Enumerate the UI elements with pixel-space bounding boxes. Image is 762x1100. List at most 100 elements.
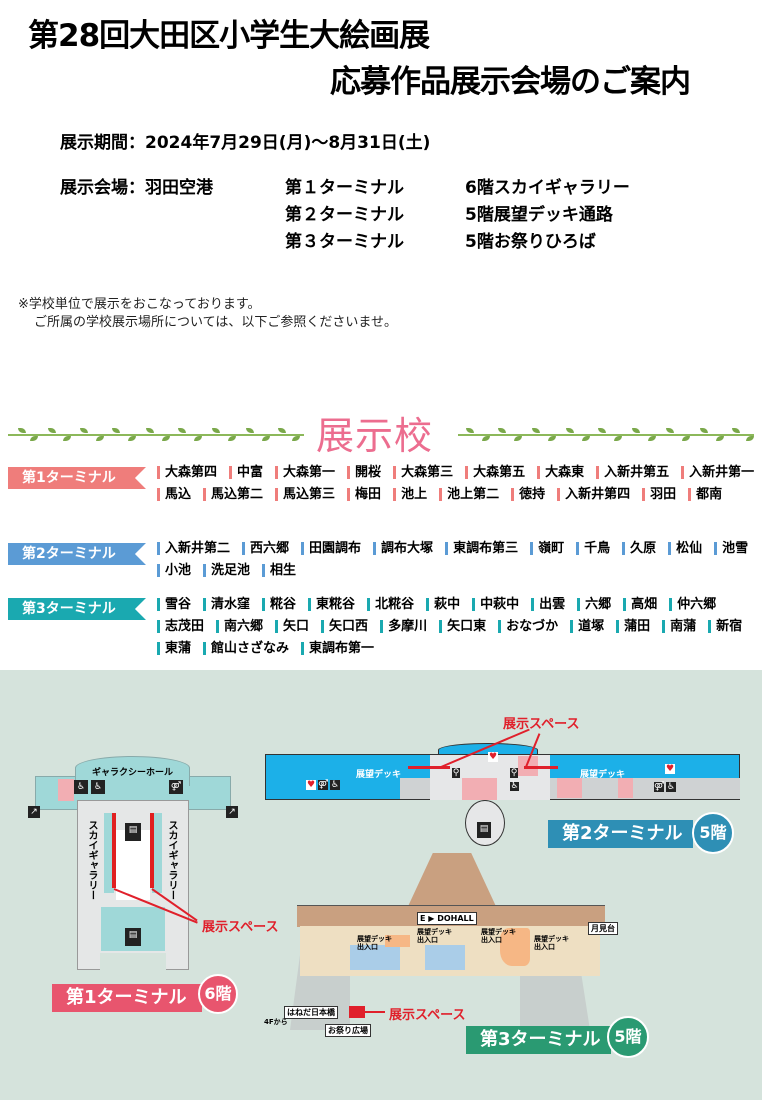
school-item: 千鳥 <box>576 538 610 559</box>
t2-map-pink-area <box>462 778 497 800</box>
page-title-line1: 第28回大田区小学生大絵画展 <box>28 18 430 54</box>
school-item: 糀谷 <box>262 594 296 615</box>
wheelchair-icon: ♿ <box>666 782 676 792</box>
school-item: 馬込第二 <box>203 484 263 505</box>
school-item: 多摩川 <box>380 616 427 637</box>
escalator-icon: ↗ <box>226 806 238 818</box>
wheelchair-icon: ♿ <box>510 781 519 791</box>
sky-gallery-label-left: スカイギャラリー <box>86 820 97 900</box>
school-item: 西六郷 <box>242 538 289 559</box>
school-item: 調布大塚 <box>373 538 433 559</box>
school-item: 東調布第三 <box>445 538 518 559</box>
school-item: 都南 <box>688 484 722 505</box>
school-item: 池雪 <box>714 538 748 559</box>
venue-terminal: 第１ターミナル <box>285 178 404 198</box>
t3-leader-line <box>365 1011 385 1013</box>
venue-place: 5階展望デッキ通路 <box>465 205 613 225</box>
aed-icon: ♥ <box>665 764 675 774</box>
exhibition-period: 展示期間：2024年7月29日(月)～8月31日(土) <box>60 133 431 153</box>
venue-place: 6階スカイギャラリー <box>465 178 630 198</box>
school-item: 館山さざなみ <box>203 638 289 659</box>
venue-terminal: 第３ターミナル <box>285 232 404 252</box>
restroom-icon: ⚤ <box>654 782 665 792</box>
school-item: 高畑 <box>623 594 657 615</box>
terminal2-badge: 第2ターミナル <box>548 820 693 848</box>
venue-row-2: 第２ターミナル 5階展望デッキ通路 <box>285 200 613 225</box>
t2-map-pink-area <box>618 778 633 798</box>
t2-deck-label-left: 展望デッキ <box>356 770 402 780</box>
t3-map-blue-area <box>350 945 400 970</box>
t3-map-blue-area <box>425 945 465 970</box>
school-item: 大森第五 <box>465 462 525 483</box>
t1-map-pink-area <box>58 779 74 801</box>
t2-map-pink-area <box>557 778 582 798</box>
school-item: 南六郷 <box>216 616 263 637</box>
section-heading: 展示校 <box>316 414 434 458</box>
t2-deck-label-right: 展望デッキ <box>580 770 626 780</box>
school-item: 東糀谷 <box>308 594 355 615</box>
aed-icon: ♥ <box>488 752 498 762</box>
terminal1-badge: 第1ターミナル <box>52 984 202 1012</box>
school-item: 田園調布 <box>301 538 361 559</box>
school-item: 開桜 <box>347 462 381 483</box>
school-item: 馬込第三 <box>275 484 335 505</box>
deck-entrance-label: 展望デッキ出入口 <box>357 935 392 951</box>
school-item: 矢口西 <box>321 616 368 637</box>
terminal2-floor-badge: 5階 <box>692 812 734 854</box>
school-item: 大森第三 <box>393 462 453 483</box>
t1-exhibit-wall-right <box>150 813 154 888</box>
school-item: 大森第一 <box>275 462 335 483</box>
t3-exhibit-space <box>349 1006 365 1018</box>
school-item: 入新井第二 <box>157 538 230 559</box>
school-item: 入新井第四 <box>557 484 630 505</box>
venue-row-1: 第１ターミナル 6階スカイギャラリー <box>285 173 630 198</box>
t3-map-orange-area <box>385 935 410 947</box>
deck-entrance-label: 展望デッキ出入口 <box>481 928 516 944</box>
t1-exhibit-wall-left <box>112 813 116 888</box>
school-item: 仲六郷 <box>669 594 716 615</box>
page-title-line2: 応募作品展示会場のご案内 <box>330 64 691 100</box>
school-item: 東蒲 <box>157 638 191 659</box>
school-item: 馬込 <box>157 484 191 505</box>
wheelchair-icon: ♿ <box>91 780 105 794</box>
t1-map-corridor <box>116 830 150 900</box>
terminal3-tag: 第3ターミナル <box>8 598 146 620</box>
t3-map-orange-area <box>500 928 530 966</box>
dohall-label: E ▶ DOHALL <box>417 912 477 925</box>
school-item: 六郷 <box>577 594 611 615</box>
school-item: 雪谷 <box>157 594 191 615</box>
sky-gallery-label-right: スカイギャラリー <box>166 820 177 900</box>
restroom-icon: ♿ <box>74 780 88 794</box>
t1-map-notch <box>100 953 166 971</box>
school-item: 嶺町 <box>530 538 564 559</box>
restroom-icon: ⚤ <box>169 780 183 794</box>
terminal1-school-list: 大森第四中富大森第一開桜大森第三大森第五大森東入新井第五入新井第一馬込馬込第二馬… <box>157 462 757 505</box>
school-item: 小池 <box>157 560 191 581</box>
school-item: 羽田 <box>642 484 676 505</box>
venue-label: 展示会場：羽田空港 <box>60 178 213 198</box>
terminal3-floor-badge: 5階 <box>607 1016 649 1058</box>
aed-icon: ♥ <box>306 780 316 790</box>
school-item: 大森東 <box>537 462 584 483</box>
school-item: 梅田 <box>347 484 381 505</box>
school-item: 中富 <box>229 462 263 483</box>
note-line1: ※学校単位で展示をおこなっております。 <box>18 297 261 312</box>
tsukimi-label: 月見台 <box>588 922 618 935</box>
omatsuri-hiroba-label: お祭り広場 <box>325 1024 371 1037</box>
school-item: 志茂田 <box>157 616 204 637</box>
hanedanihonbashi-label: はねだ日本橋 <box>284 1006 338 1019</box>
t1-map-teal-left <box>104 813 114 893</box>
terminal3-badge: 第3ターミナル <box>466 1026 611 1054</box>
school-item: 南蒲 <box>662 616 696 637</box>
venue-terminal: 第２ターミナル <box>285 205 404 225</box>
school-item: 中萩中 <box>472 594 519 615</box>
school-item: 新宿 <box>708 616 742 637</box>
note: ※学校単位で展示をおこなっております。 ご所属の学校展示場所については、以下ご参… <box>18 296 397 332</box>
school-item: 入新井第五 <box>596 462 669 483</box>
galaxy-hall-label: ギャラクシーホール <box>91 768 173 778</box>
school-item: 松仙 <box>668 538 702 559</box>
school-item: 北糀谷 <box>367 594 414 615</box>
t1-map-teal-right <box>152 813 162 893</box>
school-item: 道塚 <box>570 616 604 637</box>
